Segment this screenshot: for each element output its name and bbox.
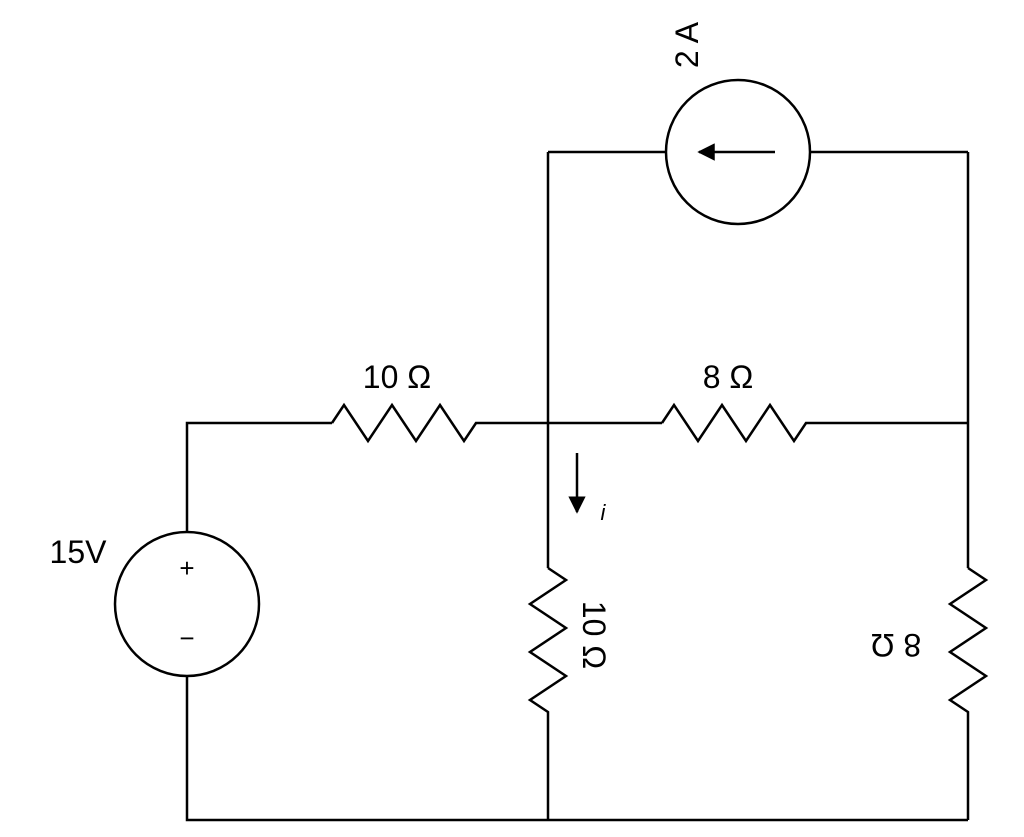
voltage-source-label: 15V [50, 534, 108, 570]
resistor-right-vertical: 8 Ω [871, 566, 989, 716]
resistor-middle-zigzag [527, 566, 569, 716]
voltage-source-plus: + [179, 553, 194, 583]
wire-left-top [185, 421, 332, 532]
resistor-middle-label: 10 Ω [576, 601, 612, 669]
resistor-right-label: 8 Ω [871, 627, 922, 663]
resistor-top-right-label: 8 Ω [703, 359, 754, 395]
voltage-source: + − 15V [50, 530, 261, 678]
resistor-top-left-zigzag [330, 402, 482, 444]
current-source: 2 A [664, 21, 812, 226]
wires [185, 150, 970, 822]
wire-left-bottom [185, 676, 548, 822]
voltage-source-circle [113, 530, 261, 678]
current-indicator: i [568, 453, 607, 525]
resistor-top-left-label: 10 Ω [363, 359, 431, 395]
voltage-source-minus: − [179, 623, 194, 653]
resistor-top-right-zigzag [660, 402, 810, 444]
resistor-top-left: 10 Ω [330, 359, 482, 444]
resistor-right-zigzag [947, 566, 989, 716]
resistor-middle-vertical: 10 Ω [527, 566, 612, 716]
current-label: i [601, 500, 607, 525]
current-source-label: 2 A [669, 21, 705, 68]
resistor-top-right: 8 Ω [660, 359, 810, 444]
